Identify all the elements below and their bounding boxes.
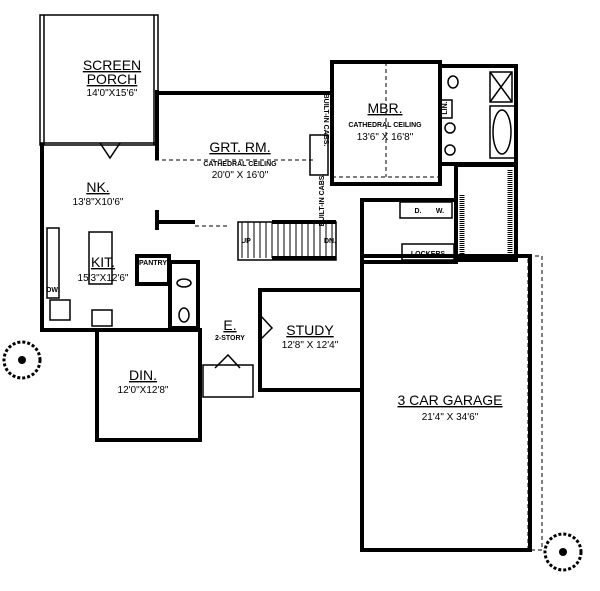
door[interactable] [99, 142, 121, 160]
master-bath [438, 64, 518, 166]
laundry [360, 198, 458, 264]
stairs-down-label: DN. [324, 238, 336, 245]
linen-label: LIN. [442, 101, 449, 114]
screen-porch-size: 14'0"X15'6" [87, 88, 138, 99]
mbr-size: 13'6" X 16'8" [357, 132, 414, 143]
built-in-cabs-label: BUILT-IN CABS. [322, 94, 329, 147]
sink [444, 144, 456, 156]
dishwasher-label: DW. [46, 287, 59, 294]
tree-icon [2, 340, 42, 380]
stairs-up-label: UP [241, 238, 251, 245]
walk-in-closet [454, 163, 518, 262]
toilet [447, 75, 459, 89]
study-label: STUDY [286, 322, 334, 338]
entry-label: E. [223, 317, 236, 333]
mbr-note: CATHEDRAL CEILING [348, 122, 422, 129]
fireplace [309, 134, 329, 176]
screen-porch [39, 14, 159, 146]
shower [489, 71, 513, 103]
garage-label: 3 CAR GARAGE [397, 392, 502, 408]
range [91, 309, 113, 327]
counter [46, 227, 60, 299]
sink [49, 299, 71, 321]
toilet [178, 307, 190, 323]
screen-porch-label: SCREEN [83, 57, 141, 73]
kitchen-size: 15'3"X12'6" [78, 273, 129, 284]
screen-porch-label: PORCH [87, 71, 138, 87]
nook-size: 13'8"X10'6" [73, 197, 124, 208]
lockers [401, 243, 455, 261]
entry-note: 2-STORY [215, 335, 245, 342]
built-in-cabs-label: BUILT-IN CABS. [319, 174, 326, 227]
dining-size: 12'0"X12'8" [118, 385, 169, 396]
mbr-label: MBR. [368, 100, 403, 116]
great-room [155, 90, 330, 230]
entry [202, 353, 254, 398]
garage [360, 254, 543, 552]
dining-label: DIN. [129, 367, 157, 383]
dryer-label: D. [415, 208, 422, 215]
great-room-note: CATHEDRAL CEILING [203, 161, 277, 168]
staircase[interactable] [237, 220, 337, 261]
door[interactable] [259, 314, 274, 341]
kitchen-island [88, 231, 113, 285]
bathtub [489, 105, 516, 159]
sink [176, 278, 192, 288]
kitchen-label: KIT. [91, 254, 115, 270]
front-door[interactable] [214, 353, 241, 369]
nook-label: NK. [86, 179, 109, 195]
study-size: 12'8" X 12'4" [282, 340, 339, 351]
dining-room [95, 328, 202, 442]
garage-size: 21'4" X 34'6" [422, 412, 479, 423]
washer-label: W. [436, 208, 444, 215]
tree-icon [543, 532, 583, 572]
lockers-label: LOCKERS [411, 251, 446, 258]
pantry-label: PANTRY [139, 260, 167, 267]
great-room-label: GRT. RM. [209, 139, 270, 155]
great-room-size: 20'0" X 16'0" [212, 170, 269, 181]
nook-kitchen [40, 142, 160, 332]
sink [444, 122, 456, 134]
